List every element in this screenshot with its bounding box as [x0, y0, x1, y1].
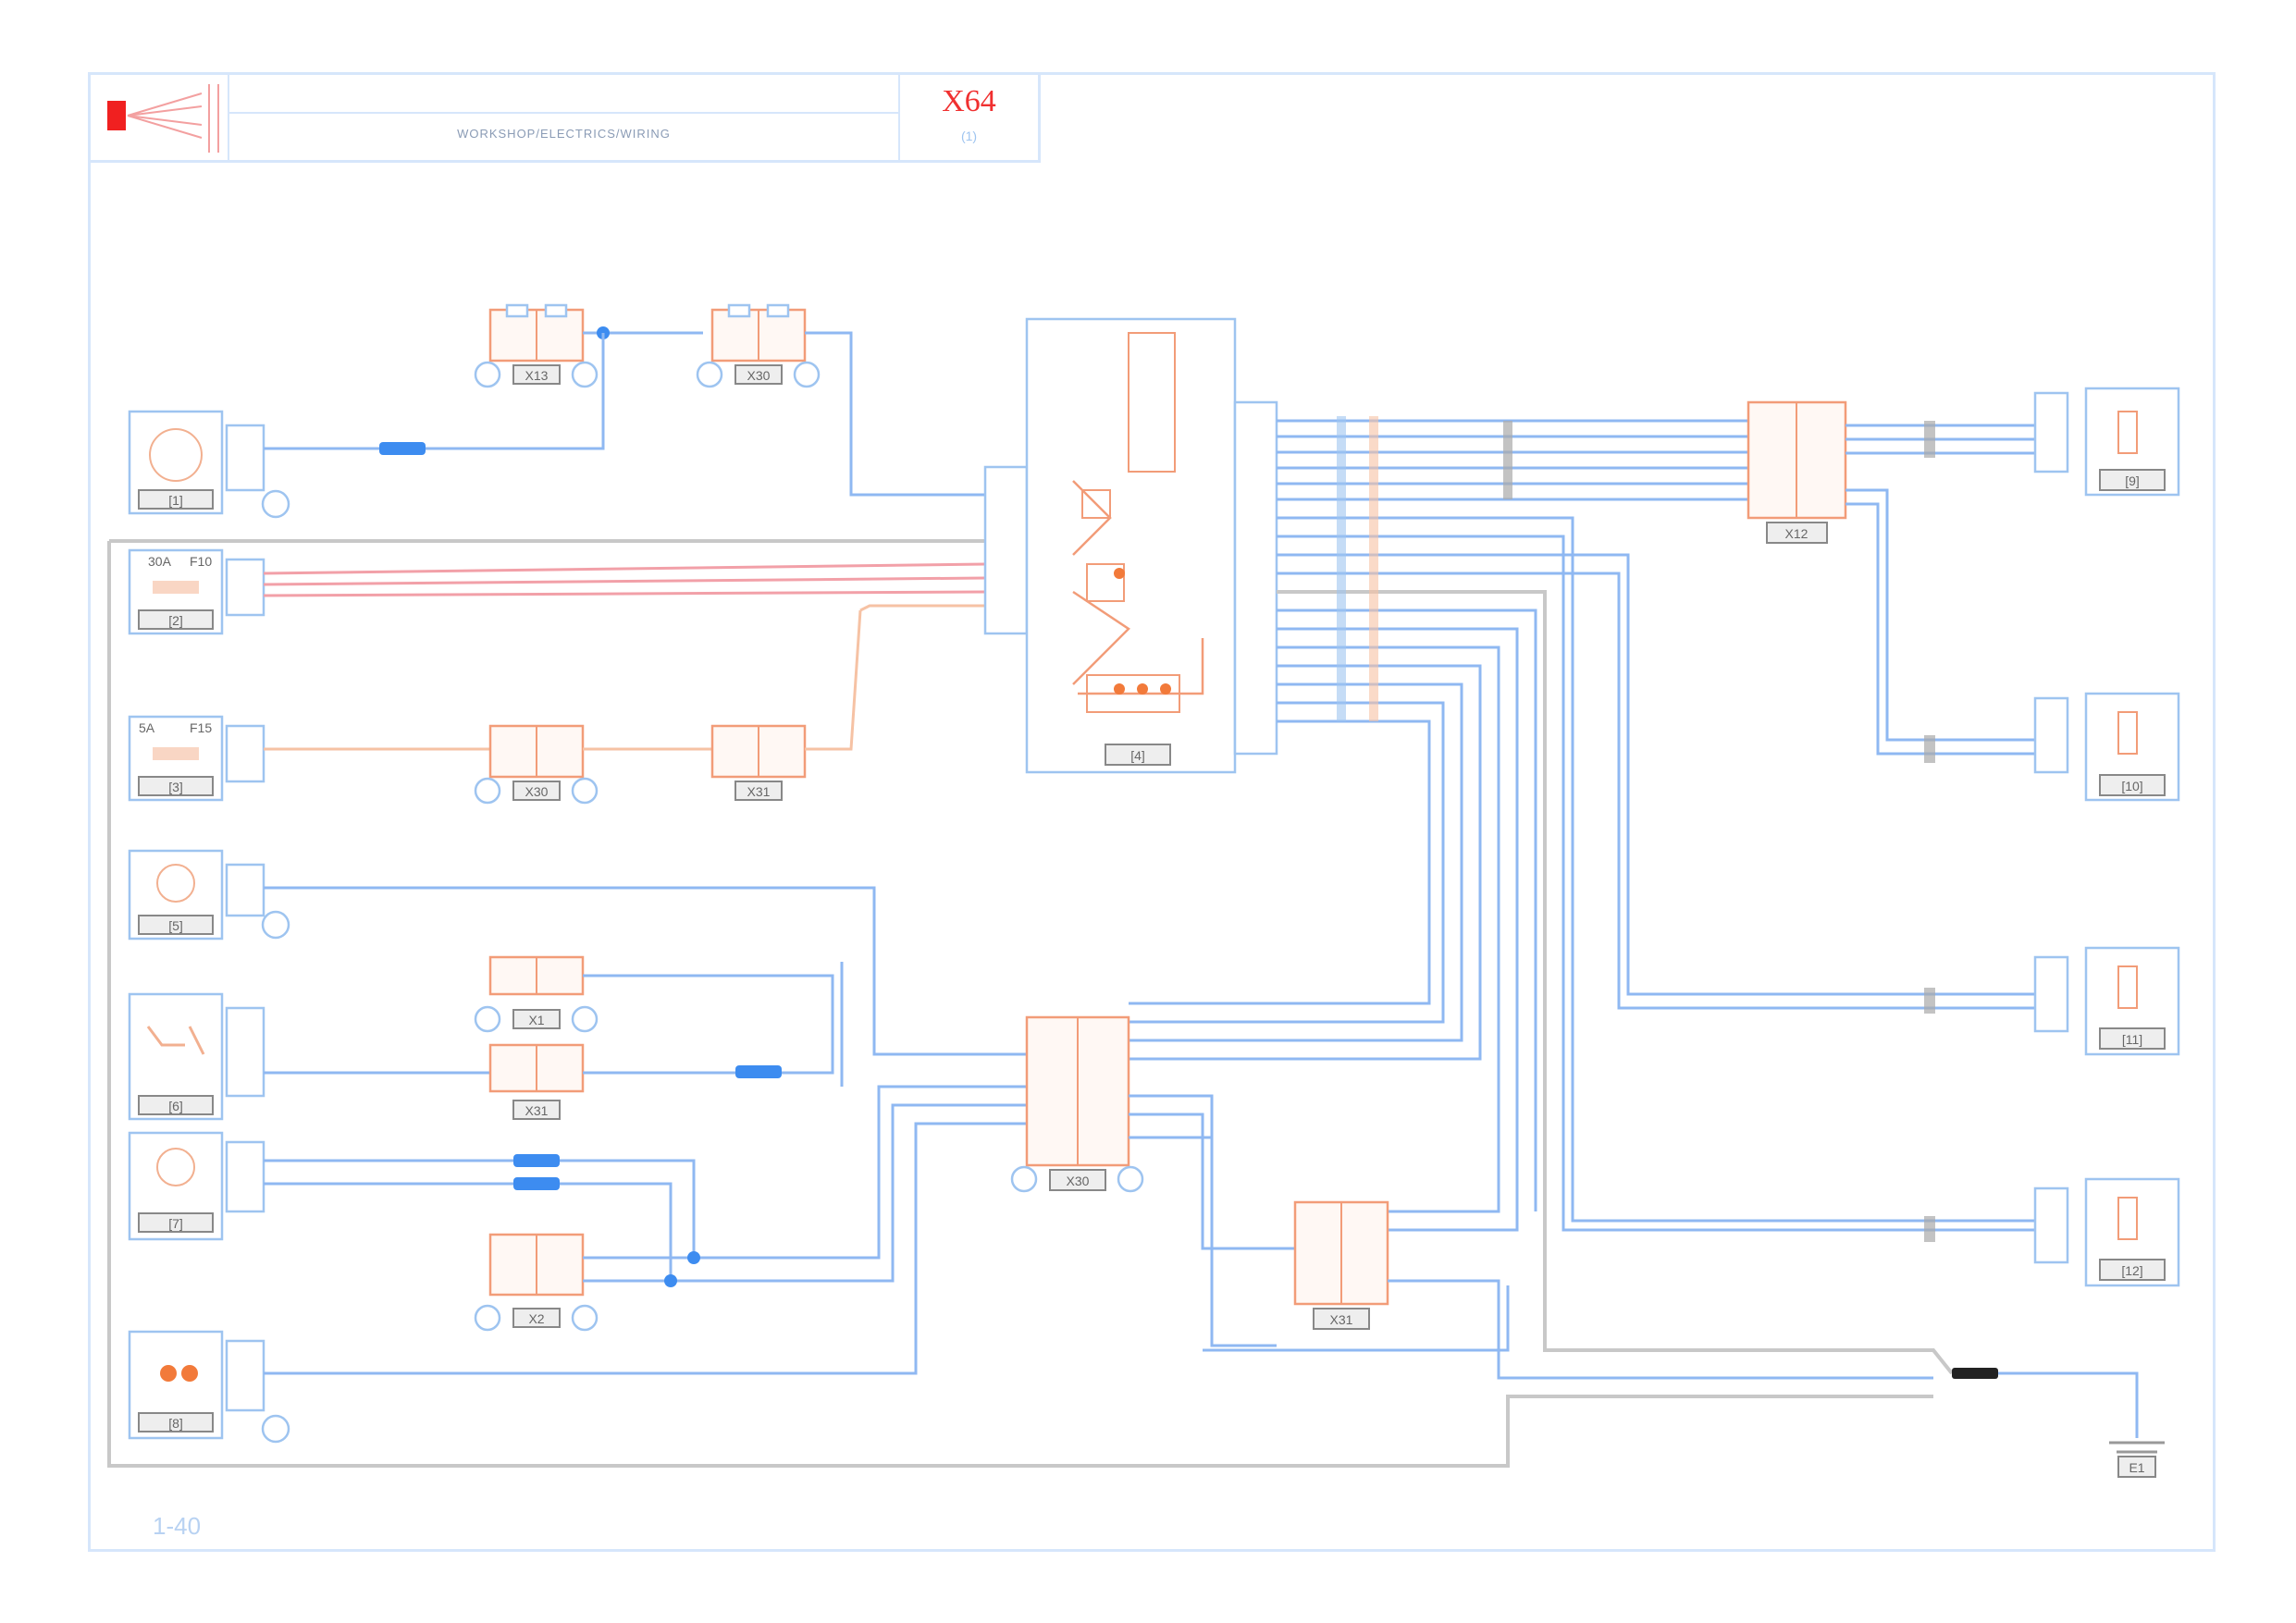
splice-low-2-tag: X31 — [525, 1103, 549, 1118]
sensor-1: [1] — [128, 410, 290, 519]
splice-low-1-tag: X1 — [528, 1013, 544, 1027]
sensor-2-tag: [5] — [168, 918, 183, 933]
page-number: 1-40 — [153, 1512, 202, 1540]
splice-top-1-tag: X13 — [525, 368, 549, 383]
drawing-code-sub: (1) — [960, 129, 978, 143]
drawing-frame — [88, 72, 2216, 1552]
right-connector: X31 — [1293, 1200, 1389, 1330]
center-connector: X30 — [1010, 1015, 1144, 1193]
actuator-4-tag: [12] — [2121, 1263, 2142, 1278]
title-cell: WORKSHOP/ELECTRICS/WIRING — [229, 75, 900, 160]
lamp-tag: [8] — [168, 1416, 183, 1431]
fuse-2 — [735, 1065, 782, 1078]
module-1: 30A F10 [2] — [128, 548, 265, 635]
actuator-3-tag: [11] — [2122, 1032, 2142, 1047]
module-2-tag: [3] — [168, 780, 183, 794]
splice-mid-1-tag: X30 — [525, 784, 549, 799]
module-2: 5A F15 [3] — [128, 715, 265, 802]
junction-dot — [687, 1251, 700, 1264]
actuator-4: [12] — [2033, 1177, 2180, 1287]
logo-cell — [91, 75, 229, 160]
ecu: [4] — [983, 317, 1278, 774]
title-row-blank — [229, 75, 898, 114]
splice-low-2: X31 — [488, 1043, 585, 1120]
actuator-1: [9] — [2033, 387, 2180, 497]
fuse-1 — [379, 442, 426, 455]
module-1-tag: [2] — [168, 613, 183, 628]
actuator-3: [11] — [2033, 946, 2180, 1056]
bus-markers — [1337, 416, 1512, 721]
splice-mid-2: X31 — [710, 724, 807, 801]
module-1-label-left: 30A — [148, 554, 172, 569]
right-connector-tag: X31 — [1330, 1312, 1353, 1327]
splice-top-2-tag: X30 — [747, 368, 771, 383]
splice-low-3: X2 — [474, 1233, 599, 1332]
junction-dot — [664, 1274, 677, 1287]
connector-top-right: X12 — [1747, 400, 1847, 544]
actuator-1-tag: [9] — [2125, 473, 2140, 488]
splice-mid-1: X30 — [474, 724, 599, 805]
drawing-title: WORKSHOP/ELECTRICS/WIRING — [457, 127, 671, 141]
sensor-4-tag: [7] — [168, 1216, 183, 1231]
module-2-label-right: F15 — [190, 720, 212, 735]
center-connector-tag: X30 — [1067, 1174, 1090, 1188]
sensor-1-tag: [1] — [168, 493, 183, 508]
ground-symbol: E1 — [2109, 1441, 2165, 1478]
sensor-3: [6] — [128, 992, 265, 1121]
logo-icon — [107, 84, 219, 153]
ground-bus — [1952, 1368, 1998, 1379]
splice-low-1: X1 — [474, 955, 599, 1033]
title-block: WORKSHOP/ELECTRICS/WIRING X64 (1) — [88, 72, 1041, 163]
sensor-4: [7] — [128, 1131, 265, 1241]
actuator-2: [10] — [2033, 692, 2180, 802]
ecu-tag: [4] — [1130, 748, 1145, 763]
module-1-label-right: F10 — [190, 554, 212, 569]
fuse-3 — [513, 1154, 560, 1167]
splice-low-3-tag: X2 — [528, 1311, 544, 1326]
splice-top-1: X13 — [474, 303, 599, 388]
module-2-label-left: 5A — [139, 720, 155, 735]
actuator-2-tag: [10] — [2121, 779, 2142, 793]
connector-top-right-tag: X12 — [1785, 526, 1808, 541]
splice-top-2: X30 — [696, 303, 821, 388]
sensor-3-tag: [6] — [168, 1099, 183, 1113]
ground-tag: E1 — [2129, 1460, 2144, 1475]
fuse-4 — [513, 1177, 560, 1190]
sensor-2: [5] — [128, 849, 290, 941]
splice-mid-2-tag: X31 — [747, 784, 771, 799]
code-cell: X64 (1) — [900, 75, 1038, 160]
drawing-code: X64 — [942, 84, 996, 118]
lamp: [8] — [128, 1330, 290, 1444]
